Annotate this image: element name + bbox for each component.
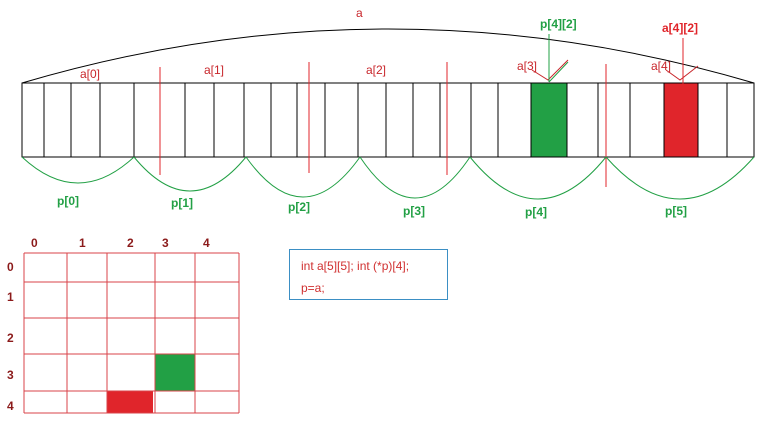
highlight-red-label: a[4][2]: [662, 21, 698, 35]
a3-pointer-stroke: [531, 59, 569, 81]
grid-col-header-3: 3: [162, 236, 169, 250]
grid-row-header-0: 0: [7, 260, 14, 274]
highlight-green-label: p[4][2]: [540, 17, 577, 31]
row-label-a0: a[0]: [80, 67, 100, 81]
grid-row-header-1: 1: [7, 290, 14, 304]
code-box: int a[5][5]; int (*p)[4]; p=a;: [289, 249, 448, 300]
row-dividers: [159, 62, 607, 187]
grid-row-header-2: 2: [7, 331, 14, 345]
row-label-a3: a[3]: [517, 59, 537, 73]
whole-array-arc: [21, 28, 755, 84]
pointer-arc: [21, 156, 135, 184]
grid-col-header-0: 0: [31, 236, 38, 250]
whole-array-label: a: [356, 6, 363, 20]
pointer-arc: [469, 156, 607, 200]
grid-cell-red: [107, 391, 153, 413]
row-label-a1: a[1]: [204, 63, 224, 77]
pointer-label-p1: p[1]: [171, 196, 193, 210]
row-label-a2: a[2]: [366, 63, 386, 77]
code-line-1: int a[5][5]; int (*p)[4];: [301, 259, 410, 273]
grid-row-header-4: 4: [7, 399, 14, 413]
grid-row-header-3: 3: [7, 368, 14, 382]
code-line-2: p=a;: [301, 281, 325, 295]
memory-strip: [21, 82, 755, 158]
pointer-arc: [359, 156, 471, 199]
pointer-label-p3: p[3]: [403, 204, 425, 218]
pointer-label-p2: p[2]: [288, 200, 310, 214]
row-label-a4: a[4]: [651, 59, 671, 73]
pointer-arcs: [21, 156, 755, 200]
grid-col-header-1: 1: [79, 236, 86, 250]
pointer-label-p0: p[0]: [57, 194, 79, 208]
grid-cell-green: [155, 354, 195, 391]
pointer-arc: [133, 156, 247, 192]
strip-outline: [21, 82, 755, 158]
a4-pointer-stroke: [665, 65, 699, 81]
highlight-cell-red: [664, 83, 698, 157]
grid-col-header-2: 2: [127, 236, 134, 250]
array-grid: [23, 252, 240, 414]
grid-col-header-4: 4: [203, 236, 210, 250]
highlight-cell-green: [531, 83, 567, 157]
pointer-arc: [245, 156, 361, 198]
pointer-label-p5: p[5]: [665, 204, 687, 218]
green-arrow-stroke: [548, 61, 569, 83]
pointer-label-p4: p[4]: [525, 205, 547, 219]
pointer-arc: [605, 156, 755, 200]
